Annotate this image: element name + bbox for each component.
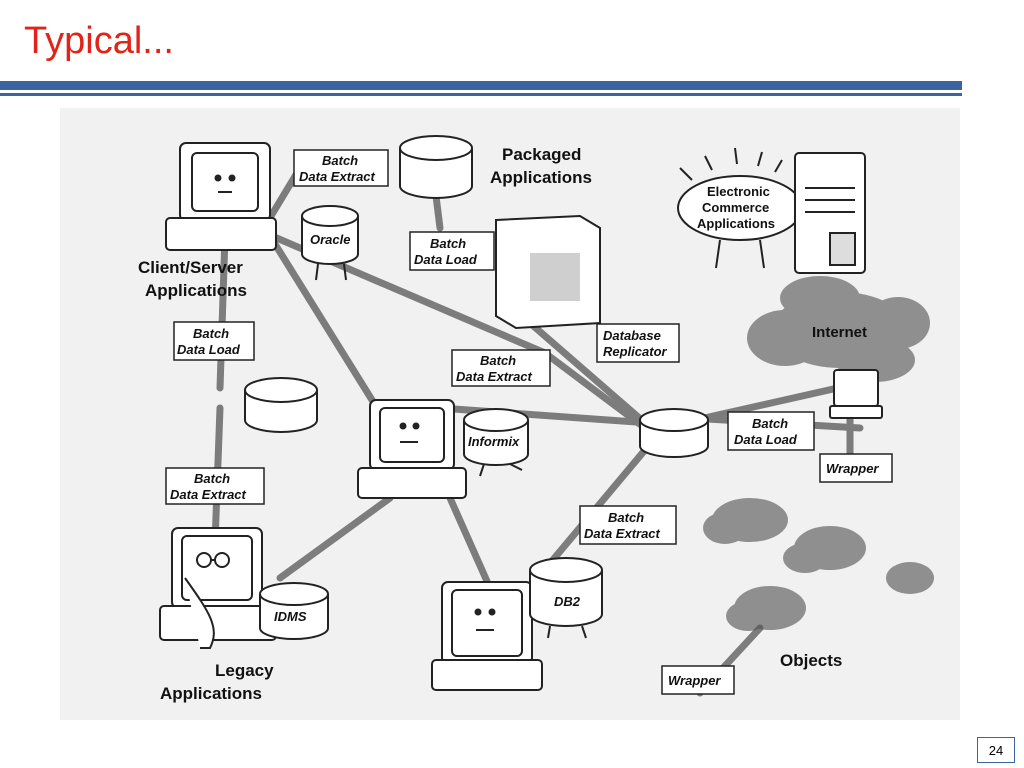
legacy-label-line1: Legacy xyxy=(215,661,274,680)
database-cylinder-top xyxy=(399,135,473,199)
informix-database xyxy=(463,408,529,477)
batch-load-right-line1: Batch xyxy=(752,416,788,431)
central-computer xyxy=(357,399,467,499)
packaged-applications-label: Packaged Applications xyxy=(490,145,592,187)
database-cylinder-right xyxy=(639,408,709,458)
ecommerce-label-line1: Electronic xyxy=(707,184,770,199)
database-replicator-line1: Database xyxy=(603,328,661,343)
process-labels: Batch Data Extract Batch Data Load Batch… xyxy=(170,153,879,688)
batch-load-top-line1: Batch xyxy=(430,236,466,251)
objects-label: Objects xyxy=(780,651,842,670)
process-boxes xyxy=(165,149,893,695)
batch-extract-mid-line2: Data Extract xyxy=(456,369,533,384)
legacy-computer xyxy=(159,527,277,649)
informix-label: Informix xyxy=(468,434,520,449)
ecommerce-label-line2: Commerce xyxy=(702,200,769,215)
batch-extract-mid-box xyxy=(451,349,551,387)
bottom-computer xyxy=(431,581,543,691)
batch-load-right-line2: Data Load xyxy=(734,432,798,447)
idms-database xyxy=(259,582,329,640)
batch-extract-top-line2: Data Extract xyxy=(299,169,376,184)
database-replicator-box xyxy=(596,323,680,363)
oracle-database xyxy=(301,205,359,281)
title-divider-thick xyxy=(0,81,962,90)
ecommerce-server-tower xyxy=(794,152,866,274)
page-number: 24 xyxy=(977,737,1015,763)
batch-extract-top-box xyxy=(293,149,389,187)
objects-clouds xyxy=(703,498,934,631)
batch-extract-left-line2: Data Extract xyxy=(170,487,247,502)
batch-extract-bottom-line2: Data Extract xyxy=(584,526,661,541)
title-divider xyxy=(0,81,962,97)
client-server-label: Client/Server Applications xyxy=(138,258,247,300)
internet-label: Internet xyxy=(812,324,867,341)
title-divider-thin xyxy=(0,93,962,96)
db2-database xyxy=(529,557,603,639)
slide-title: Typical... xyxy=(24,20,174,62)
batch-load-top-line2: Data Load xyxy=(414,252,478,267)
batch-load-right-box xyxy=(727,411,815,451)
architecture-diagram: Client/Server Applications Oracle Packag… xyxy=(60,108,960,720)
idms-label: IDMS xyxy=(274,609,307,624)
packaged-label-line1: Packaged xyxy=(502,145,581,164)
oracle-label: Oracle xyxy=(310,232,350,247)
legacy-label-line2: Applications xyxy=(160,684,262,703)
batch-extract-bottom-box xyxy=(579,505,677,545)
client-server-computer xyxy=(165,142,277,251)
internet-cloud xyxy=(747,276,930,382)
wrapper-right-label: Wrapper xyxy=(826,461,879,476)
batch-extract-bottom-line1: Batch xyxy=(608,510,644,525)
batch-load-left-line1: Batch xyxy=(193,326,229,341)
database-cylinder-left xyxy=(244,377,318,433)
batch-extract-top-line1: Batch xyxy=(322,153,358,168)
internet-label-text: Internet xyxy=(812,324,867,341)
diagram-canvas: Client/Server Applications Oracle Packag… xyxy=(60,108,960,720)
wrapper-bottom-box xyxy=(661,665,735,695)
batch-load-left-line2: Data Load xyxy=(177,342,241,357)
client-server-label-line2: Applications xyxy=(145,281,247,300)
packaged-label-line2: Applications xyxy=(490,168,592,187)
batch-load-left-box xyxy=(173,321,255,361)
database-replicator-line2: Replicator xyxy=(603,344,668,359)
client-server-label-line1: Client/Server xyxy=(138,258,243,277)
wrapper-right-box xyxy=(819,453,893,483)
batch-extract-left-line1: Batch xyxy=(194,471,230,486)
db2-label: DB2 xyxy=(554,594,581,609)
legacy-label: Legacy Applications xyxy=(160,661,274,703)
ecommerce-label-line3: Applications xyxy=(697,216,775,231)
batch-load-top-box xyxy=(409,231,495,271)
objects-label-text: Objects xyxy=(780,651,842,670)
internet-terminal xyxy=(829,369,883,419)
batch-extract-left-box xyxy=(165,467,265,505)
wrapper-bottom-label: Wrapper xyxy=(668,673,721,688)
batch-extract-mid-line1: Batch xyxy=(480,353,516,368)
electronic-commerce-label: Electronic Commerce Applications xyxy=(697,184,775,231)
packaged-applications-server xyxy=(495,214,601,330)
